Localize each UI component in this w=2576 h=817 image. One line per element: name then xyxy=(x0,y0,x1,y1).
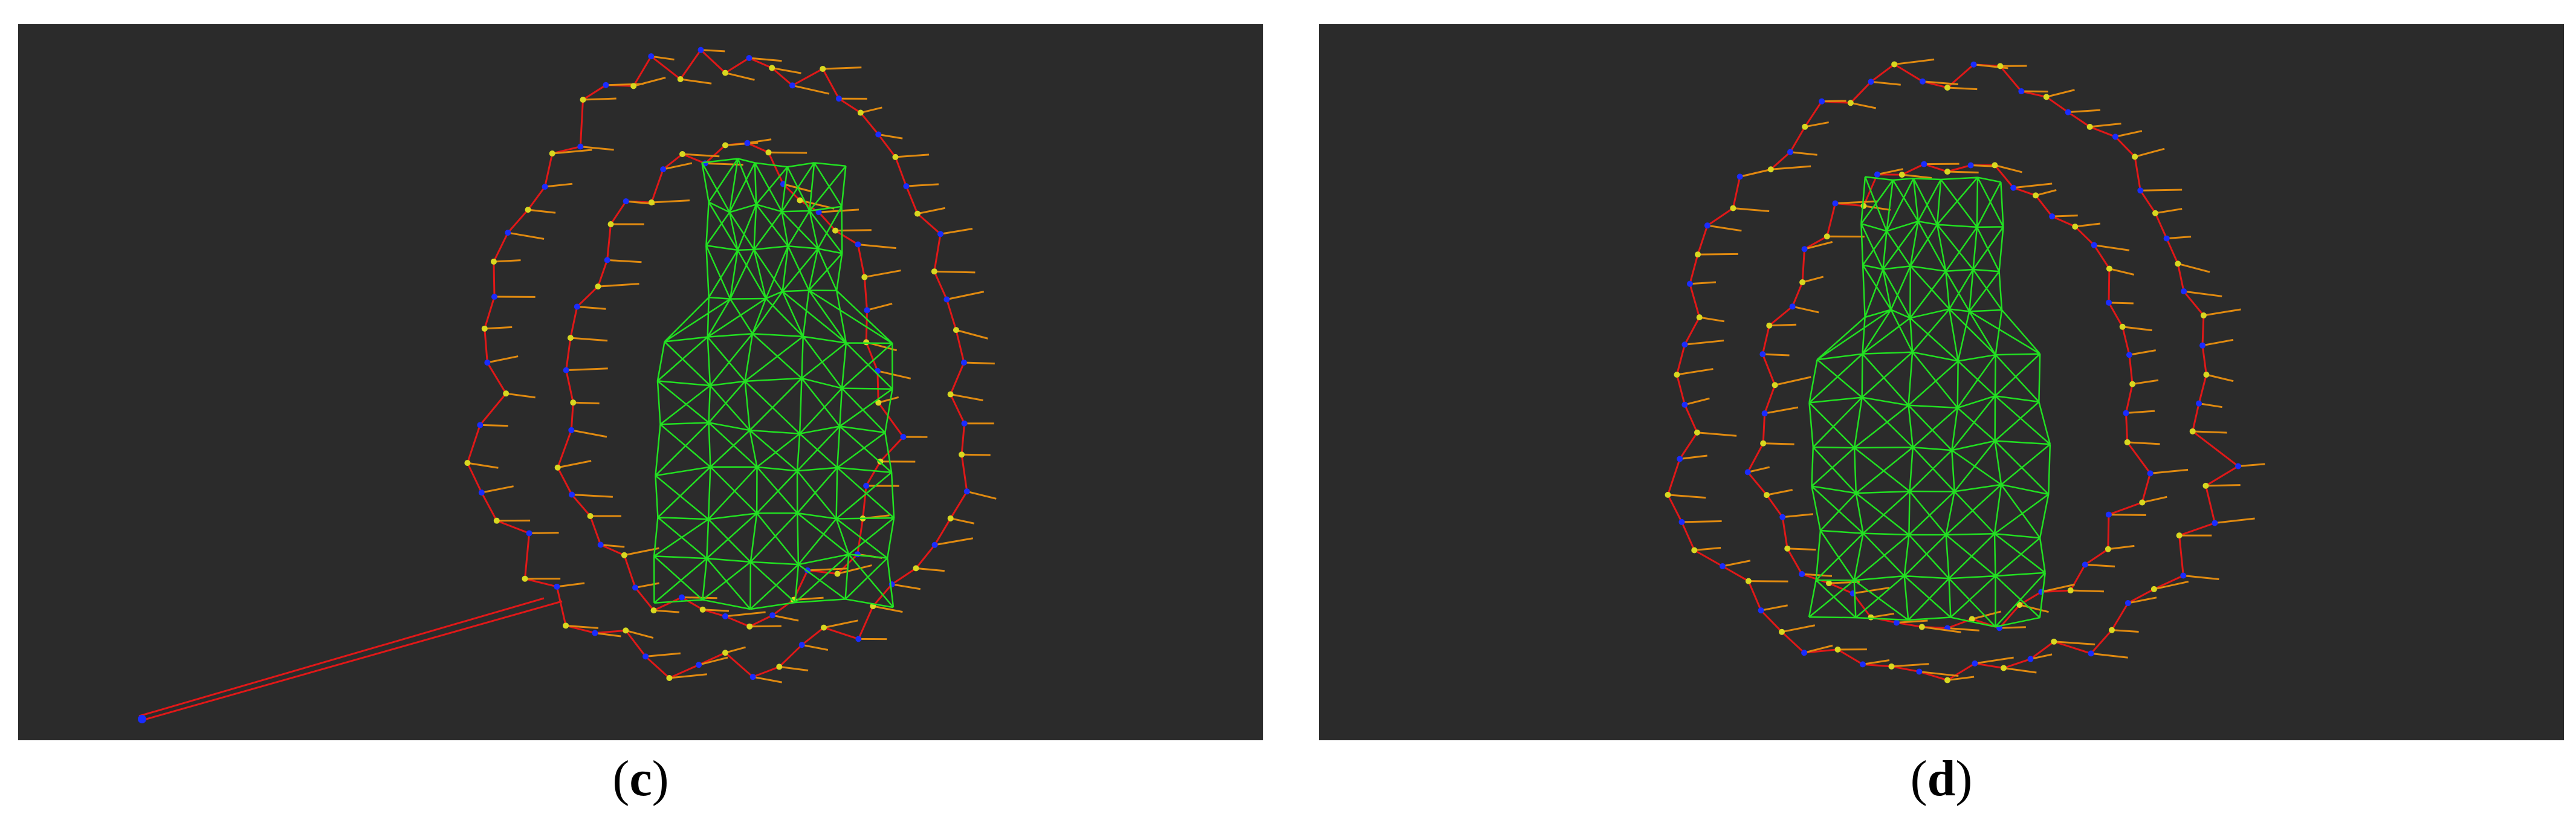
pose-graph-mesh-render-c xyxy=(138,47,997,723)
trajectory-outer-d xyxy=(1665,58,2265,683)
trajectory-inner-d xyxy=(1744,161,2189,633)
caption-letter-d: d xyxy=(1927,751,1956,807)
trajectory-inner-c xyxy=(554,138,928,630)
caption-c: (c) xyxy=(612,751,669,807)
drift-outlier-c xyxy=(138,597,563,723)
mesh-d xyxy=(1808,176,2051,628)
caption-d: (d) xyxy=(1910,751,1973,807)
mesh-c xyxy=(653,158,895,610)
trajectory-outer-c xyxy=(464,47,997,683)
caption-letter-c: c xyxy=(629,751,652,807)
graph-view-d xyxy=(1319,24,2564,740)
pose-graph-mesh-render-d xyxy=(1665,58,2265,683)
graph-view-c xyxy=(18,24,1263,740)
